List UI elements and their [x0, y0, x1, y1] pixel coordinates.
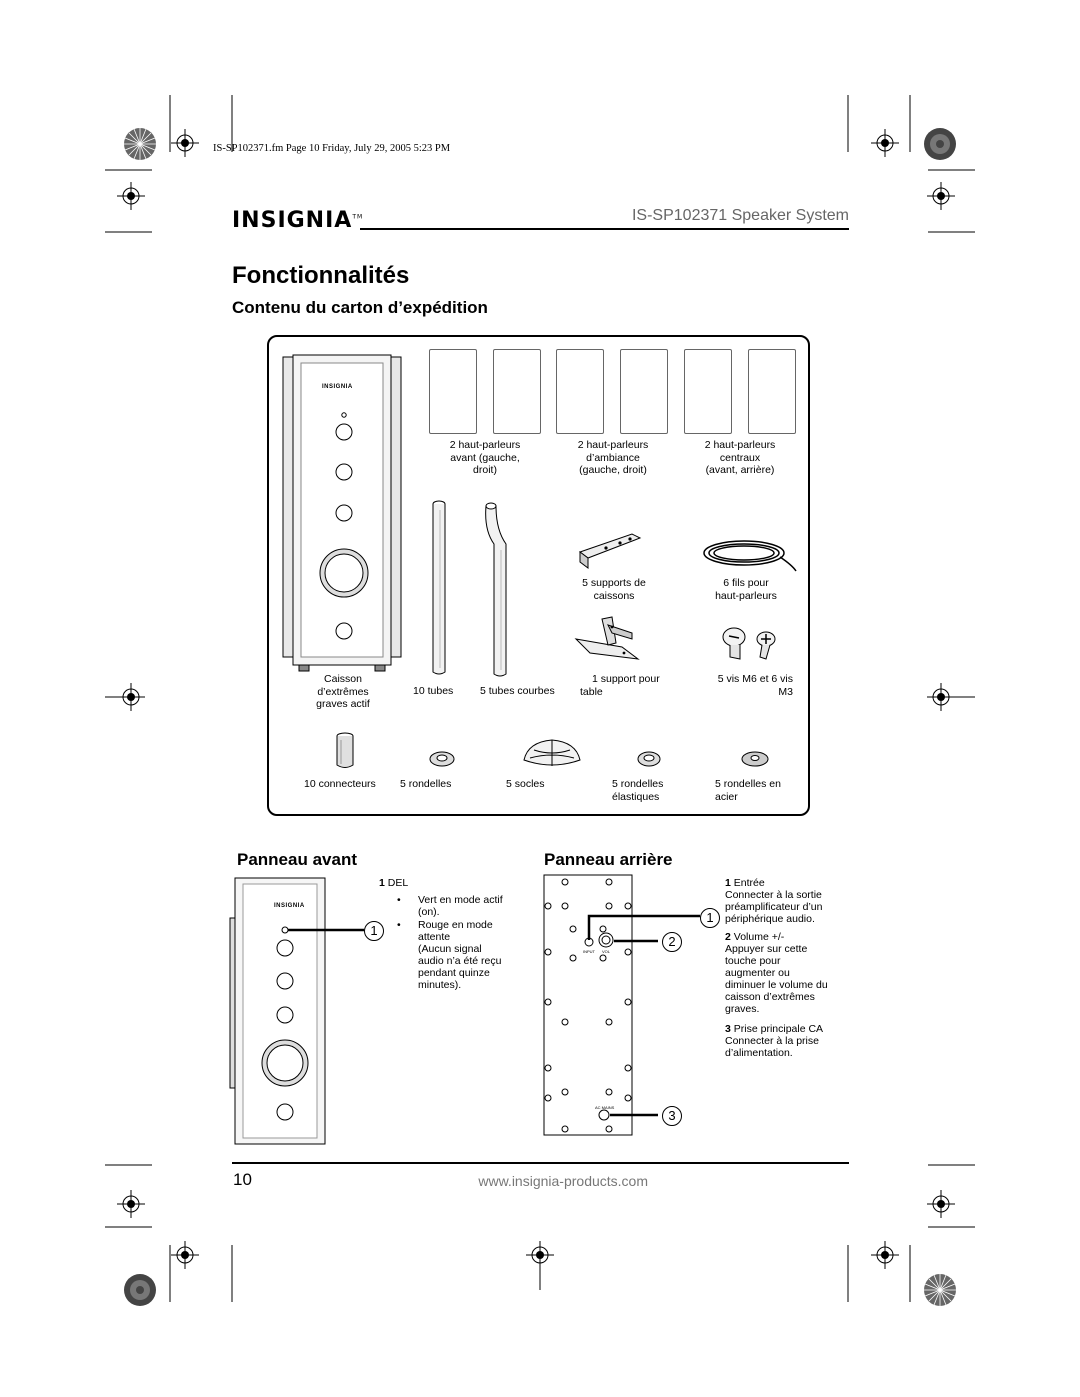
rear-callout-leader-lines [587, 914, 700, 1117]
surround-speaker-left [556, 349, 604, 434]
vol-knob-label: VOL [602, 949, 611, 954]
product-title: IS-SP102371 Speaker System [631, 207, 849, 224]
front-panel-logo: INSIGNIA [274, 903, 305, 909]
sub-brackets-caption: 5 supports de caissons [582, 577, 646, 602]
rear-description-2: 2 Volume +/- Appuyer sur cette touche po… [725, 931, 828, 1015]
brand-name: INSIGNIA [232, 208, 353, 233]
center-speaker-front [684, 349, 732, 434]
header-rule [360, 228, 849, 230]
table-stand-illustration [574, 616, 640, 660]
ac-mains-label: AC MAINS [595, 1105, 615, 1110]
input-jack-label: INPUT [583, 949, 595, 954]
registration-mark-icon [117, 1190, 145, 1218]
registration-mark-icon [171, 129, 199, 157]
rubber-washer-illustration [637, 751, 661, 767]
rear-description-1: 1 Entrée Connecter à la sortie préamplif… [725, 877, 823, 925]
file-info: IS-SP102371.fm Page 10 Friday, July 29, … [213, 143, 451, 154]
rear-callout-3: 3 [662, 1106, 682, 1126]
connectors-caption: 10 connecteurs [304, 778, 376, 790]
front-speaker-right [493, 349, 541, 434]
registration-mark-icon [927, 1190, 955, 1218]
starburst-mark-icon [124, 128, 156, 160]
front-speakers-caption: 2 haut-parleurs avant (gauche, droit) [449, 439, 521, 476]
subwoofer-illustration [282, 354, 402, 672]
steel-washers-caption: 5 rondelles en acier [715, 778, 781, 803]
surround-speaker-right [620, 349, 668, 434]
rear-panel-title: Panneau arrière [544, 850, 673, 869]
curved-tubes-caption: 5 tubes courbes [480, 685, 555, 697]
starburst-mark-icon [124, 1274, 156, 1306]
led-bullet-1: • [397, 894, 401, 906]
front-callout-1: 1 [364, 921, 384, 941]
front-panel-illustration [229, 877, 326, 1145]
base-illustration [523, 739, 581, 766]
led-bullet-2: • [397, 919, 401, 931]
washer-illustration [429, 751, 455, 767]
speaker-wire-illustration [703, 540, 797, 572]
section-title: Fonctionnalités [232, 262, 410, 289]
page-number: 10 [233, 1170, 252, 1189]
subwoofer-logo: INSIGNIA [322, 384, 353, 390]
table-stand-caption: 1 support pour table [580, 673, 660, 698]
rear-description-3: 3 Prise principale CA Connecter à la pri… [725, 1023, 824, 1059]
center-speaker-rear [748, 349, 796, 434]
bases-caption: 5 socles [506, 778, 545, 790]
surround-speakers-caption: 2 haut-parleurs d’ambiance (gauche, droi… [577, 439, 649, 476]
led-heading: 1 DEL [379, 877, 409, 889]
registration-mark-icon [117, 683, 145, 711]
rubber-washers-caption: 5 rondelles élastiques [612, 778, 664, 803]
curved-tube-illustration [485, 502, 507, 677]
brand-logo: INSIGNIATM [232, 208, 363, 233]
washers-caption: 5 rondelles [400, 778, 452, 790]
registration-mark-icon [927, 182, 955, 210]
registration-mark-icon [117, 182, 145, 210]
front-led-leader-line [288, 928, 364, 932]
registration-mark-icon [171, 1241, 199, 1269]
website-url: www.insignia-products.com [478, 1173, 648, 1189]
center-speakers-caption: 2 haut-parleurs centraux (avant, arrière… [704, 439, 776, 476]
front-panel-title: Panneau avant [237, 850, 357, 869]
footer-rule [232, 1162, 849, 1164]
led-bullet-1-text: Vert en mode actif (on). [418, 894, 503, 918]
tubes-caption: 10 tubes [413, 685, 454, 697]
rear-callout-2: 2 [662, 932, 682, 952]
steel-washer-illustration [741, 751, 769, 767]
wires-caption: 6 fils pour haut-parleurs [715, 577, 777, 602]
rear-callout-1: 1 [700, 908, 720, 928]
package-contents-box [267, 335, 810, 816]
starburst-mark-icon [924, 1274, 956, 1306]
led-bullet-2-text: Rouge en mode attente (Aucun signal audi… [418, 919, 502, 991]
registration-mark-icon [871, 129, 899, 157]
connector-illustration [336, 732, 354, 768]
registration-mark-icon [526, 1241, 554, 1269]
trademark: TM [352, 213, 364, 221]
screws-illustration [722, 627, 776, 660]
registration-mark-icon [871, 1241, 899, 1269]
starburst-mark-icon [924, 128, 956, 160]
registration-mark-icon [927, 683, 955, 711]
subwoofer-bracket-illustration [578, 533, 642, 569]
contents-title: Contenu du carton d’expédition [232, 298, 488, 317]
tube-illustration [432, 500, 446, 675]
screws-caption: 5 vis M6 et 6 vis M3 [717, 673, 793, 698]
subwoofer-caption: Caisson d’extrêmes graves actif [316, 673, 370, 710]
front-speaker-left [429, 349, 477, 434]
